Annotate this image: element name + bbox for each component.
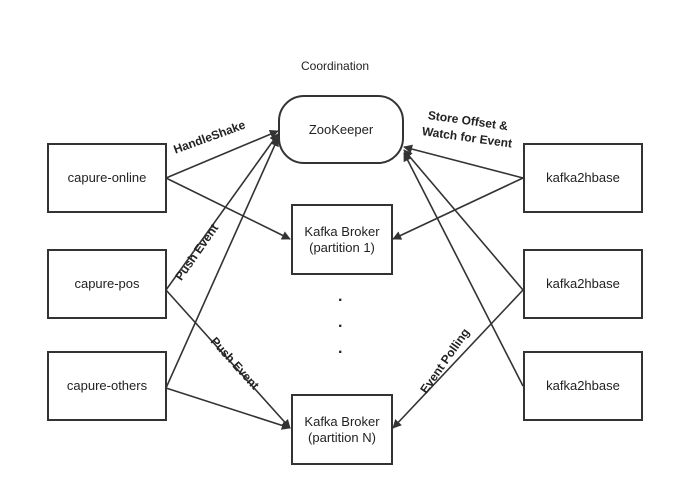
broker-partition-n: Kafka Broker (partition N) — [291, 394, 393, 465]
edge-consumer1-zookeeper — [403, 144, 524, 179]
broker-partition-1: Kafka Broker (partition 1) — [291, 204, 393, 275]
zookeeper-node: ZooKeeper — [278, 95, 404, 164]
producer-label: capure-others — [66, 378, 148, 393]
edge-online-broker1 — [165, 177, 291, 240]
edge-pos-brokerN — [165, 289, 291, 429]
producer-capure-others: capure-others — [47, 351, 167, 421]
ellipsis-dot: · — [338, 318, 344, 335]
broker-n-title: Kafka Broker — [304, 413, 380, 429]
consumer-kafka2hbase-1: kafka2hbase — [523, 143, 643, 213]
producer-capure-pos: capure-pos — [47, 249, 167, 319]
edge-online-zookeeper — [165, 129, 279, 179]
edge-pos-zookeeper — [165, 133, 279, 291]
ellipsis-dot: · — [338, 292, 344, 309]
edge-consumer1-broker1 — [392, 177, 524, 240]
producer-label: capure-pos — [74, 276, 140, 291]
edge-others-brokerN — [165, 387, 291, 430]
edge-consumer2-brokerN — [392, 289, 524, 429]
edge-others-zookeeper — [165, 137, 279, 389]
consumer-kafka2hbase-2: kafka2hbase — [523, 249, 643, 319]
edge-consumer3-zookeeper — [403, 152, 524, 387]
consumer-label: kafka2hbase — [546, 276, 620, 291]
consumer-kafka2hbase-3: kafka2hbase — [523, 351, 643, 421]
consumer-label: kafka2hbase — [546, 170, 620, 185]
broker-1-title: Kafka Broker — [304, 223, 380, 239]
zookeeper-label: ZooKeeper — [308, 121, 374, 137]
diagram-title: Coordination — [301, 59, 370, 73]
ellipsis-dot: · — [338, 344, 344, 361]
consumer-label: kafka2hbase — [546, 378, 620, 393]
producer-capure-online: capure-online — [47, 143, 167, 213]
broker-n-partition: (partition N) — [308, 429, 376, 445]
producer-label: capure-online — [67, 170, 147, 185]
broker-1-partition: (partition 1) — [309, 239, 375, 255]
edge-consumer2-zookeeper — [403, 149, 524, 291]
